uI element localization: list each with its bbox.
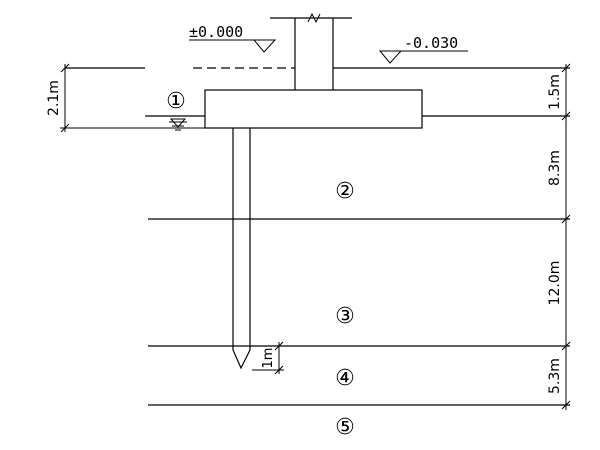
dim-layer1: 1.5m [547,74,563,110]
layer-5-label: ⑤ [335,415,355,440]
right-dimension-line [561,63,571,410]
elevation-outside-label: -0.030 [404,34,458,52]
elevation-mark-ground: ±0.000 [189,23,277,53]
elevation-ground-label: ±0.000 [189,23,243,41]
layer-2-label: ② [335,179,355,204]
column [270,12,352,90]
water-level [145,115,570,131]
pile-embed-dimension [250,341,284,375]
layer-3-label: ③ [335,304,355,329]
pile-cap [204,89,423,129]
left-dimension-line [60,63,205,133]
dim-pile-embed: 1m [261,348,276,369]
soil-boundaries [148,218,570,406]
layer-4-label: ④ [335,366,355,391]
pile [232,128,251,370]
dim-layer4: 5.3m [547,358,563,394]
dim-layer3: 12.0m [547,261,563,306]
elevation-mark-outside: -0.030 [378,34,468,64]
dim-layer2: 8.3m [547,150,563,186]
layer-1-label: ① [166,89,186,114]
dim-left-depth: 2.1m [46,80,62,116]
